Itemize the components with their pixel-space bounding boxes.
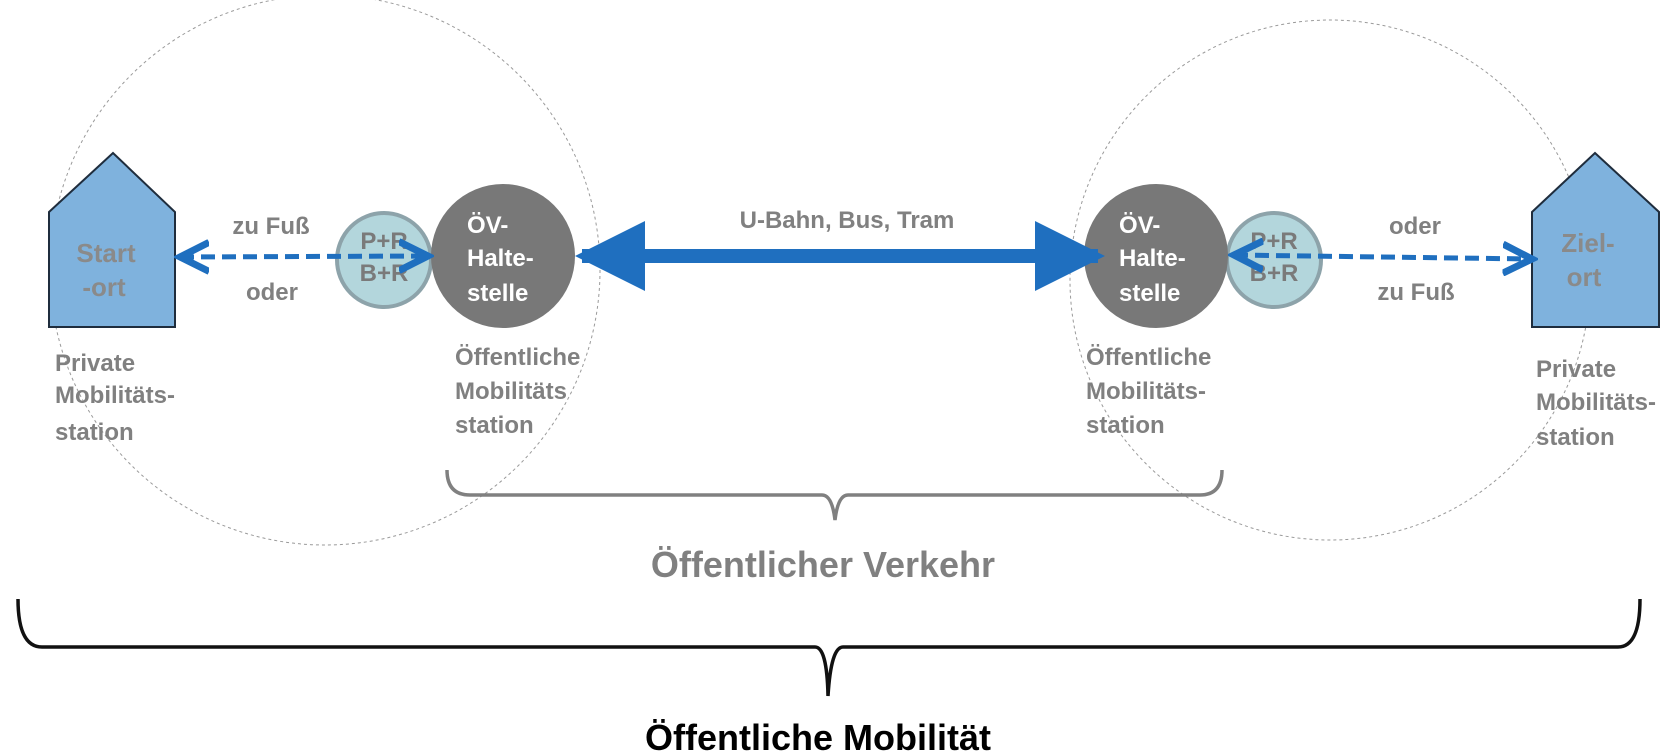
left-transit-stop-line1: ÖV- <box>467 212 508 239</box>
left-private-station-line3: station <box>55 419 134 446</box>
left-transit-stop-line2: Halte- <box>467 245 534 272</box>
right-transit-stop-line1: ÖV- <box>1119 212 1160 239</box>
right-transit-stop-line2: Halte- <box>1119 245 1186 272</box>
right-public-station-line1: Öffentliche <box>1086 344 1211 371</box>
right-public-station-line3: station <box>1086 412 1165 439</box>
left-transit-stop-line3: stelle <box>467 280 528 307</box>
destination-house-label-line1: Ziel- <box>1561 228 1614 258</box>
left-park-ride-label: P+R <box>360 228 407 255</box>
left-transit-stop-circle <box>431 184 575 328</box>
start-house-label-line1: Start <box>76 238 136 268</box>
right-transit-stop-line3: stelle <box>1119 280 1180 307</box>
left-walk-dashed-arrow <box>180 256 428 257</box>
right-park-ride-label: P+R <box>1250 228 1297 255</box>
public-transport-brace <box>445 469 1224 521</box>
left-private-station-line2: Mobilitäts- <box>55 382 175 409</box>
left-bike-ride-label: B+R <box>360 260 409 287</box>
public-mobility-label: Öffentliche Mobilität <box>645 717 991 753</box>
left-public-station-line1: Öffentliche <box>455 344 580 371</box>
right-transit-stop-circle <box>1084 184 1228 328</box>
right-walk-dashed-arrow <box>1234 255 1532 259</box>
right-or-label: oder <box>1389 213 1441 240</box>
left-public-station-line3: station <box>455 412 534 439</box>
right-private-station-line2: Mobilitäts- <box>1536 389 1656 416</box>
destination-house-shape <box>1531 151 1660 328</box>
right-private-station-line1: Private <box>1536 356 1616 383</box>
right-bike-ride-label: B+R <box>1250 260 1299 287</box>
left-or-label: oder <box>246 279 298 306</box>
left-walk-label: zu Fuß <box>232 213 309 240</box>
right-private-station-line3: station <box>1536 424 1615 451</box>
start-house-label-line2: -ort <box>82 272 126 302</box>
destination-house-label-line2: ort <box>1567 262 1602 292</box>
left-private-station-line1: Private <box>55 350 135 377</box>
left-public-station-line2: Mobilitäts <box>455 378 567 405</box>
right-walk-label: zu Fuß <box>1377 279 1454 306</box>
right-public-station-line2: Mobilitäts- <box>1086 378 1206 405</box>
public-mobility-brace <box>16 598 1642 697</box>
public-transport-label: Öffentlicher Verkehr <box>651 544 995 585</box>
transit-modes-label: U-Bahn, Bus, Tram <box>740 207 955 234</box>
